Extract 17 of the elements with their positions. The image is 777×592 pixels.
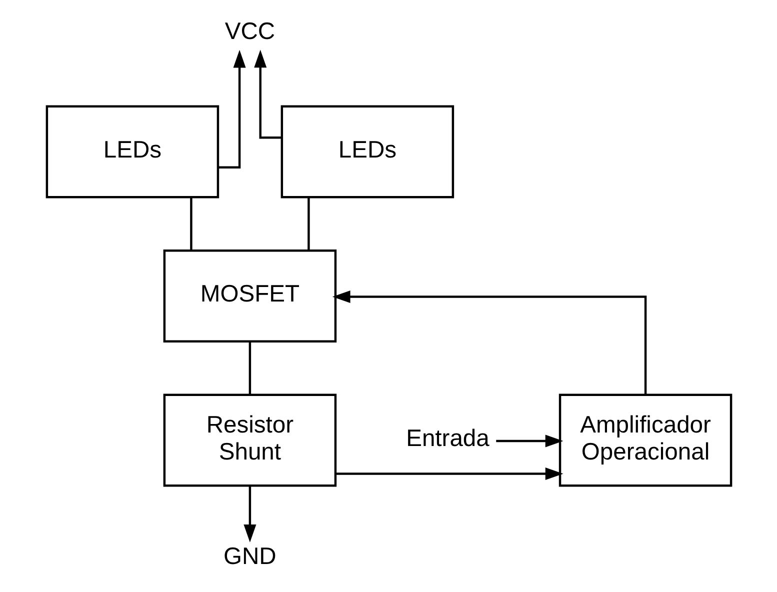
arrow [218,50,246,168]
node-box: LEDs [45,105,219,198]
arrow [496,434,563,448]
arrow [243,486,256,542]
connector [190,197,192,250]
arrow [254,50,281,139]
node-box: Resistor Shunt [162,394,336,487]
node-text: Entrada [406,424,489,452]
connector [307,197,310,250]
node-box: Amplificador Operacional [558,394,732,487]
node-text: VCC [224,18,275,46]
node-text: GND [223,543,276,570]
node-box: LEDs [280,105,454,198]
arrow [332,290,646,395]
connector [248,342,251,394]
node-box: MOSFET [162,250,336,342]
arrow [335,467,563,480]
